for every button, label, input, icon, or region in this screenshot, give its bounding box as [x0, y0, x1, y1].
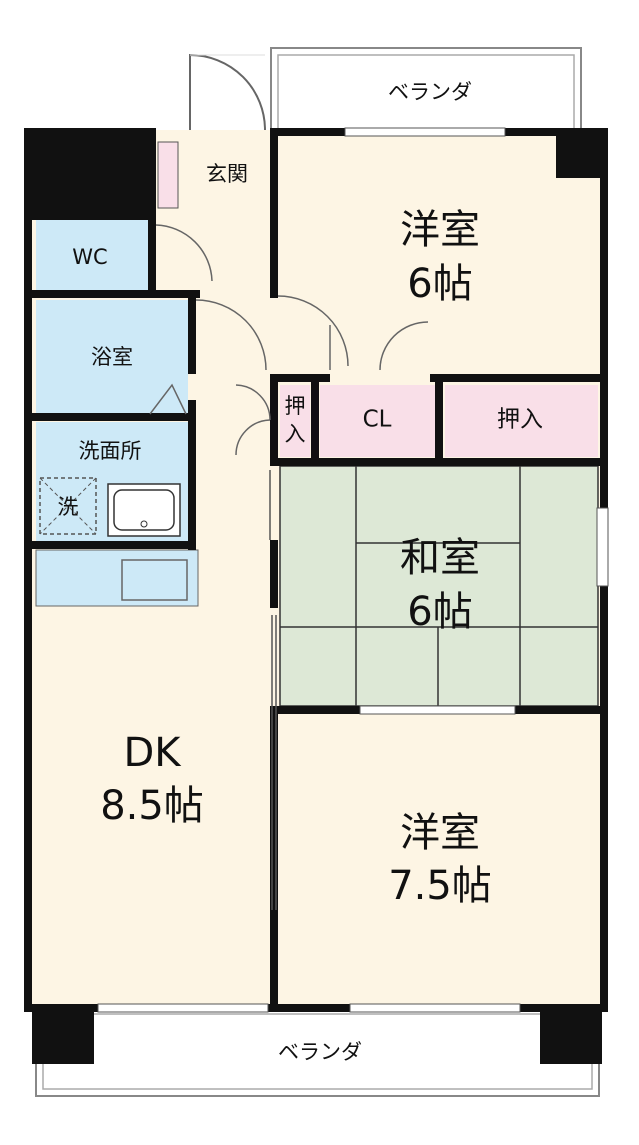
tatami-room	[279, 465, 599, 707]
closet-cl-label: CL	[363, 407, 392, 433]
washbasin	[107, 483, 181, 537]
closet-small-label-2: 入	[285, 422, 306, 446]
shoe-closet	[157, 141, 179, 209]
washer-label: 洗	[58, 495, 79, 519]
room-se-size: 7.5帖	[388, 863, 492, 909]
entrance-door	[189, 53, 266, 131]
room-ne-name: 洋室	[400, 207, 480, 253]
washer-box	[39, 477, 97, 535]
room-japanese-size: 6帖	[407, 589, 472, 635]
closet-oshiire-floor	[445, 385, 598, 457]
balcony-bottom-label: ベランダ	[278, 1040, 362, 1064]
windows	[97, 127, 609, 1013]
balcony-top-label: ベランダ	[388, 80, 472, 104]
room-ne-floor	[278, 135, 598, 380]
sliding-doors	[269, 470, 277, 910]
room-dk-name: DK	[123, 730, 182, 776]
sink	[121, 559, 188, 601]
closet-oshiire-label: 押入	[497, 407, 543, 433]
room-ne-size: 6帖	[407, 261, 472, 307]
room-dk-size: 8.5帖	[100, 783, 204, 829]
closet-cl-floor	[320, 385, 435, 457]
closet-small-label-1: 押	[285, 394, 306, 418]
bath-label: 浴室	[91, 345, 133, 369]
closet-small-floor	[280, 385, 310, 457]
wc-label: WC	[72, 245, 107, 269]
balcony-top	[270, 47, 582, 131]
room-japanese-name: 和室	[400, 535, 480, 581]
wc-floor	[36, 220, 148, 292]
bath-floor	[36, 300, 188, 414]
room-se-name: 洋室	[400, 810, 480, 856]
entrance-label: 玄関	[206, 162, 248, 186]
kitchen-counter	[35, 549, 199, 607]
door-swings	[149, 224, 429, 456]
washroom-label: 洗面所	[79, 439, 142, 463]
